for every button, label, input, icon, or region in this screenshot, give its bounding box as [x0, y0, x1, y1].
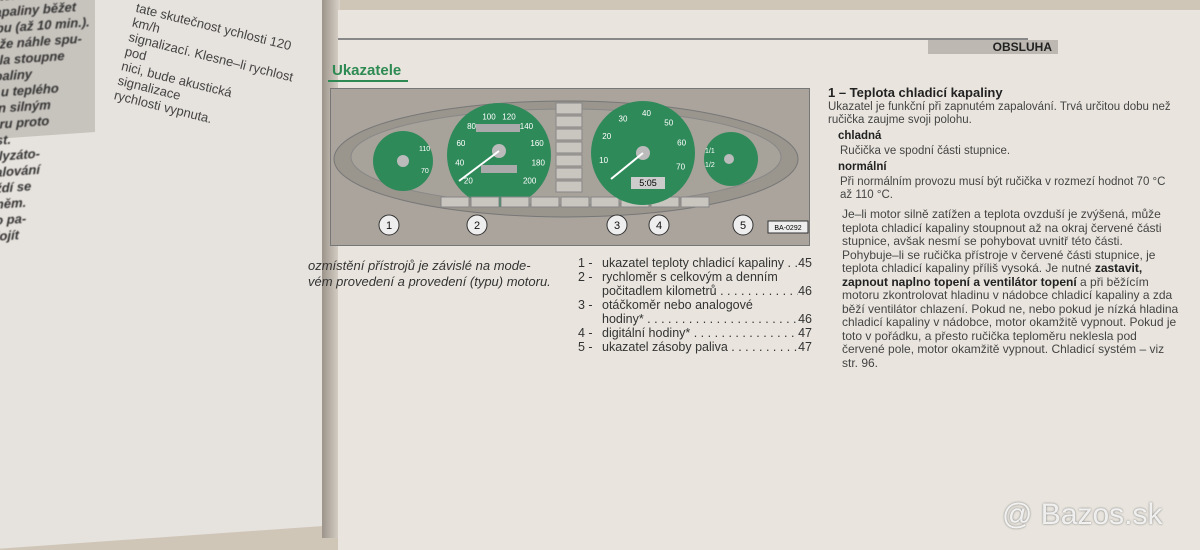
callout-number: 4	[656, 220, 662, 232]
dial-tick-label: 70	[676, 163, 685, 172]
dial-tick-label: 60	[456, 139, 465, 148]
dial-tick-label: 20	[464, 177, 473, 186]
legend-item: 5 - ukazatel zásoby paliva . . . . . . . …	[578, 340, 812, 354]
callout-circle	[648, 214, 670, 236]
normal-label: normální	[838, 161, 887, 173]
indicator-light	[590, 196, 620, 208]
dial-tick-label: 100	[482, 112, 496, 121]
dial-tick-label: 80	[467, 122, 476, 131]
warning-light	[555, 115, 583, 128]
dial-tick-label: 140	[520, 122, 534, 131]
section-heading: 1 – Teplota chladicí kapaliny	[828, 85, 1003, 100]
cold-label: chladná	[838, 130, 882, 142]
intro-text: Ukazatel je funkční při zapnutém zapalov…	[828, 101, 1171, 126]
tachometer: 10 20 30 40 50 60 70 5:05	[591, 101, 695, 205]
section-header: OBSLUHA	[928, 40, 1058, 54]
dial-tick-label: 10	[599, 156, 608, 165]
dial-tick-label: 160	[530, 139, 544, 148]
legend-line: digitální hodiny* . . . . . . . . . . . …	[602, 326, 812, 340]
legend-line: otáčkoměr nebo analogové	[602, 298, 753, 312]
legend-item: 4 - digitální hodiny* . . . . . . . . . .…	[578, 326, 812, 340]
legend-line: počitadlem kilometrů . . . . . . . . . .…	[602, 284, 812, 298]
legend-item: 1 - ukazatel teploty chladicí kapaliny . …	[578, 256, 812, 270]
warning-light	[555, 102, 583, 115]
instrument-legend-list: 1 - ukazatel teploty chladicí kapaliny . …	[578, 256, 812, 354]
indicator-light	[530, 196, 560, 208]
warning-lights-strip	[440, 102, 710, 208]
indicator-light	[680, 196, 710, 208]
title-underline	[328, 80, 408, 82]
indicator-light	[500, 196, 530, 208]
callout-number: 5	[740, 220, 746, 232]
legend-line: ukazatel zásoby paliva . . . . . . . . .…	[602, 340, 812, 354]
diagram-caption: ozmístění přístrojů je závislé na mode-v…	[308, 258, 568, 290]
dial-tick-label: 200	[523, 177, 537, 186]
callout-circle	[466, 214, 488, 236]
diagram-code: BA-0292	[774, 225, 801, 232]
callout-circle	[606, 214, 628, 236]
callout-number: 2	[474, 220, 480, 232]
fuel-tick-label: 1/2	[705, 162, 715, 169]
legend-number: 5 -	[578, 340, 593, 354]
dial-tick-label: 40	[455, 159, 464, 168]
digital-clock: 5:05	[639, 178, 657, 188]
callout-number: 3	[614, 220, 620, 232]
header-rule	[338, 38, 1028, 40]
fuel-gauge: 1/1 1/2	[704, 132, 758, 186]
page-title: Ukazatele	[332, 62, 402, 79]
legend-line: ukazatel teploty chladicí kapaliny . . .…	[602, 256, 812, 270]
cold-text: Ručička ve spodní části stupnice.	[840, 145, 1011, 157]
warning-light	[555, 167, 583, 180]
warning-bold-text: zastavit, zapnout naplno topení a ventil…	[842, 261, 1143, 289]
indicator-light	[440, 196, 470, 208]
warning-light	[555, 128, 583, 141]
warning-light	[555, 180, 583, 193]
callout-number: 1	[386, 220, 392, 232]
page-ref: 45	[798, 256, 812, 270]
caption-line: vém provedení a provedení (typu) motoru.	[308, 274, 551, 289]
normal-text: Při normálním provozu musí být ručička v…	[840, 176, 1166, 201]
page-ref: 47	[798, 340, 812, 354]
dial-tick-label: 40	[642, 109, 651, 118]
warning-light	[555, 154, 583, 167]
legend-number: 4 -	[578, 326, 593, 340]
dial-tick-label: 30	[619, 114, 628, 123]
indicator-light	[470, 196, 500, 208]
page-ref: 46	[798, 284, 812, 298]
page-ref: 46	[798, 312, 812, 326]
dial-tick-label: 20	[602, 132, 611, 141]
dial-tick-label: 60	[677, 139, 686, 148]
warning-light	[555, 141, 583, 154]
legend-line: hodiny* . . . . . . . . . . . . . . . . …	[602, 312, 812, 326]
warning-paragraph: Je–li motor silně zatížen a teplota ovzd…	[842, 207, 1180, 370]
warning-text: a při běžícím motoru zkontrolovat hladin…	[842, 274, 1179, 370]
temp-tick-label: 110	[419, 146, 430, 153]
caption-line: ozmístění přístrojů je závislé na mode-	[308, 258, 531, 273]
callout-circle	[378, 214, 400, 236]
watermark-logo: @ Bazos.sk	[1002, 498, 1163, 531]
temp-tick-label: 70	[421, 168, 429, 175]
dial-tick-label: 120	[502, 112, 516, 121]
legend-number: 3 -	[578, 298, 593, 312]
fuel-tick-label: 1/1	[705, 148, 715, 155]
page-ref: 47	[798, 326, 812, 340]
legend-line: rychloměr s celkovým a denním	[602, 270, 778, 284]
legend-number: 1 -	[578, 256, 593, 270]
dial-tick-label: 180	[532, 159, 546, 168]
section-coolant-temperature: 1 – Teplota chladicí kapaliny Ukazatel j…	[828, 86, 1180, 370]
indicator-light	[560, 196, 590, 208]
callout-circle	[732, 214, 754, 236]
temperature-gauge: 110 70	[373, 131, 433, 191]
legend-number: 2 -	[578, 270, 593, 284]
warning-text: Je–li motor silně zatížen a teplota ovzd…	[842, 207, 1162, 275]
dial-tick-label: 50	[664, 118, 673, 127]
